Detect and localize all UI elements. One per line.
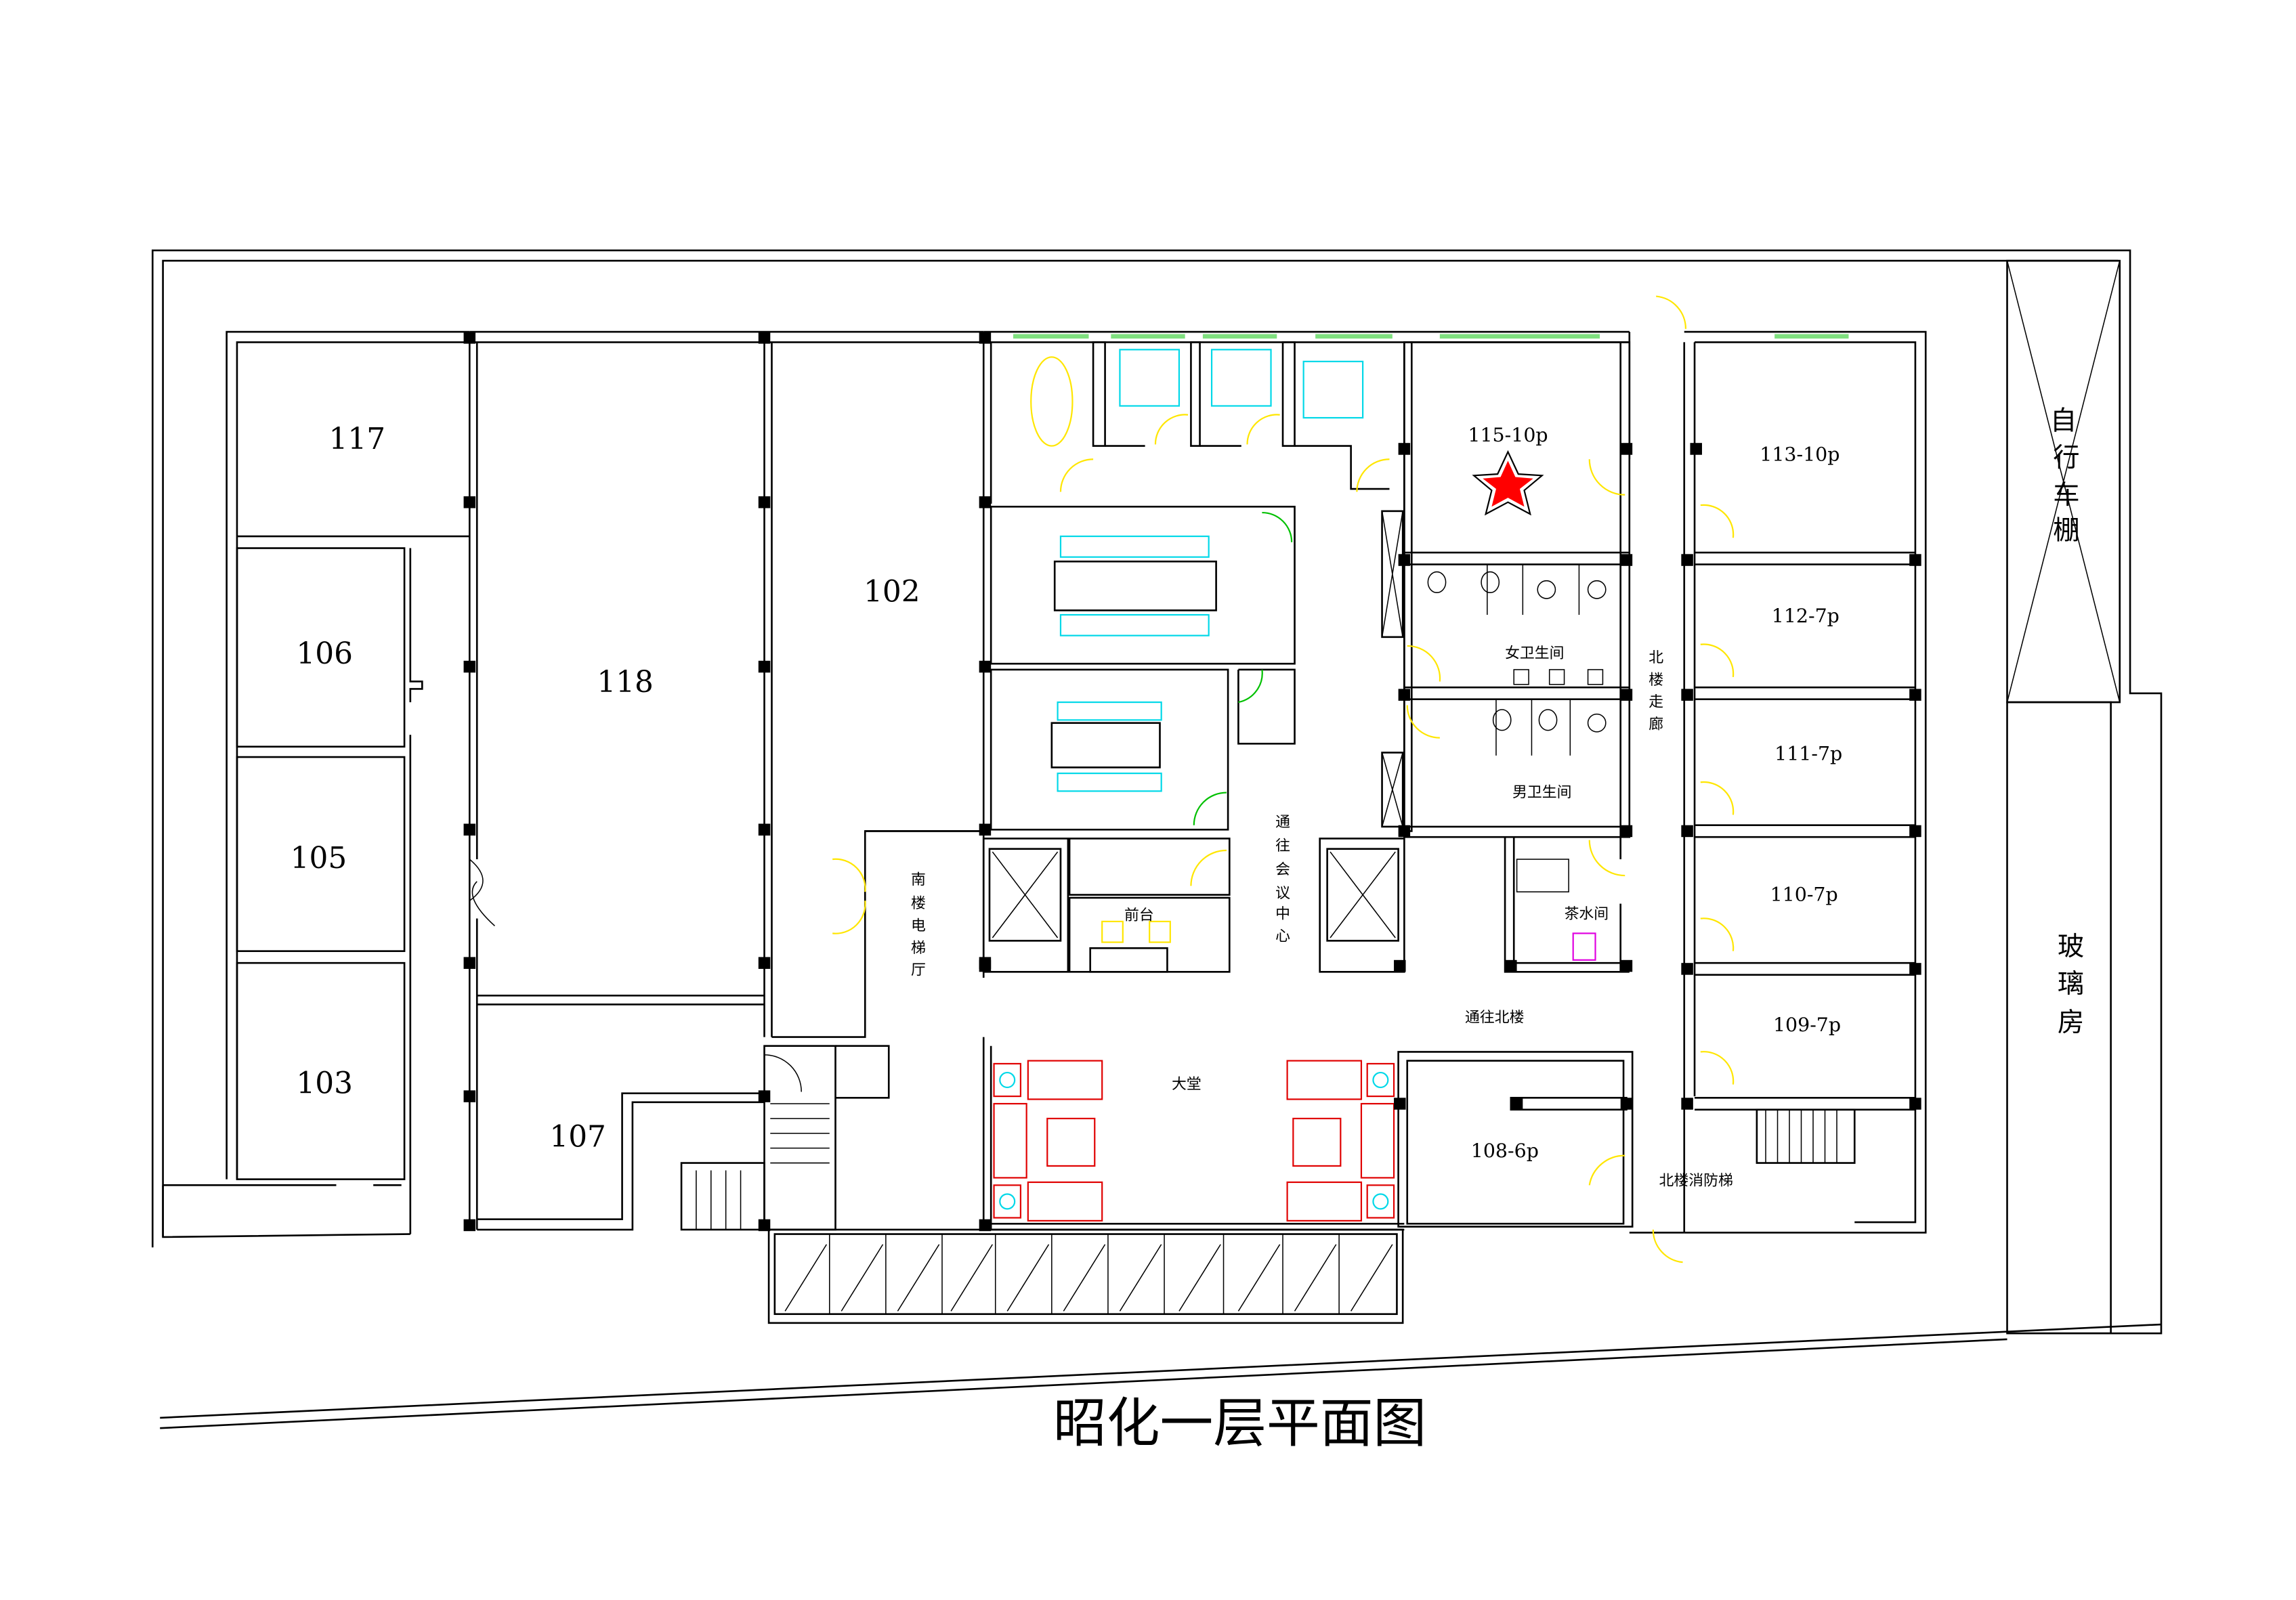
mens-restroom-label: 男卫生间: [1512, 784, 1571, 801]
west-wing: [163, 330, 470, 1234]
svg-text:南: 南: [911, 871, 926, 888]
meeting-furniture: [1030, 349, 1364, 943]
room-labels: 117 106 105 103 118 107 102 115-10p 113-…: [291, 422, 1843, 1162]
room-102-label: 102: [864, 574, 920, 609]
glass-house-label: 玻 璃 房: [2058, 931, 2084, 1038]
site-boundary: [151, 249, 2163, 1429]
svg-text:北: 北: [1649, 649, 1663, 666]
svg-text:通: 通: [1275, 814, 1290, 831]
svg-text:议: 议: [1275, 885, 1290, 902]
plan-title: 昭化一层平面图: [1053, 1392, 1426, 1454]
svg-text:车: 车: [2053, 479, 2079, 511]
north-corridor-label: 北 楼 走 廊: [1649, 649, 1663, 733]
svg-text:心: 心: [1275, 928, 1290, 945]
room-110-label: 110-7p: [1770, 883, 1838, 905]
central-west-block: [468, 330, 984, 1231]
room-117-label: 117: [329, 422, 385, 456]
svg-text:厅: 厅: [911, 962, 926, 979]
reception-label: 前台: [1124, 907, 1154, 924]
room-113-label: 113-10p: [1760, 443, 1840, 465]
north-fire-stairs-label: 北楼消防梯: [1659, 1172, 1733, 1189]
east-wing: [1628, 330, 1927, 1234]
womens-restroom-label: 女卫生间: [1505, 645, 1564, 662]
svg-text:中: 中: [1275, 906, 1290, 923]
structural-columns: [463, 332, 1921, 1232]
svg-text:走: 走: [1649, 694, 1663, 711]
room-118-label: 118: [597, 665, 653, 699]
to-conference-label: 通 往 会 议 中 心: [1275, 814, 1290, 945]
central-block: [865, 330, 1630, 1231]
room-109-label: 109-7p: [1773, 1014, 1841, 1036]
room-112-label: 112-7p: [1772, 605, 1840, 627]
svg-text:楼: 楼: [911, 895, 926, 912]
svg-text:棚: 棚: [2053, 515, 2079, 546]
svg-text:往: 往: [1275, 838, 1290, 855]
south-stairs: [763, 1045, 890, 1231]
svg-text:玻: 玻: [2058, 931, 2084, 962]
svg-text:电: 电: [911, 917, 926, 934]
room-106-label: 106: [296, 636, 352, 671]
bike-shed-label: 自 行 车 棚: [2050, 406, 2080, 546]
lobby-label: 大堂: [1172, 1076, 1202, 1093]
svg-text:璃: 璃: [2058, 968, 2084, 999]
svg-text:楼: 楼: [1649, 672, 1663, 689]
svg-text:廊: 廊: [1649, 716, 1663, 733]
room-107-label: 107: [549, 1119, 605, 1154]
svg-text:会: 会: [1275, 861, 1290, 878]
lobby-furniture: [993, 1060, 1395, 1221]
south-glazing: [767, 1228, 1404, 1324]
room-111-label: 111-7p: [1774, 742, 1842, 764]
south-elevator-hall-label: 南 楼 电 梯 厅: [911, 871, 926, 978]
svg-text:梯: 梯: [911, 940, 926, 957]
glass-house: [2006, 701, 2112, 1335]
doors: [832, 295, 1735, 1263]
svg-text:行: 行: [2053, 442, 2079, 473]
room-115-label: 115-10p: [1468, 424, 1548, 446]
to-north-building-label: 通往北楼: [1465, 1010, 1524, 1026]
highlight-star-icon: [1472, 450, 1544, 516]
room-105-label: 105: [291, 841, 347, 875]
room-108-label: 108-6p: [1471, 1140, 1539, 1162]
tea-room-label: 茶水间: [1565, 906, 1609, 923]
svg-text:房: 房: [2058, 1007, 2084, 1038]
room-103-label: 103: [296, 1066, 352, 1101]
area-labels: 女卫生间 男卫生间 茶水间 前台 通往北楼 大堂 北楼消防梯 北 楼 走 廊 通…: [911, 406, 2084, 1190]
svg-text:自: 自: [2050, 406, 2077, 437]
